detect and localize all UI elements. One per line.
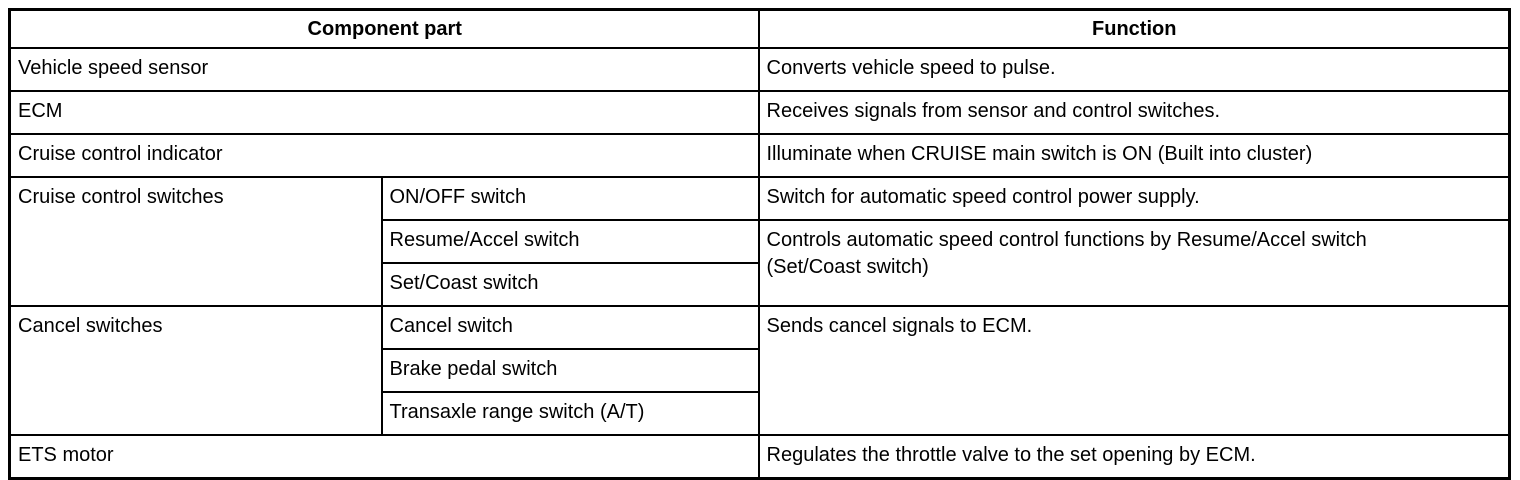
header-function: Function bbox=[757, 8, 1511, 49]
cell-component-cruise-control-indicator: Cruise control indicator bbox=[8, 133, 760, 178]
table-row-ecm: ECM Receives signals from sensor and con… bbox=[8, 90, 1511, 135]
cell-function-on-off-switch: Switch for automatic speed control power… bbox=[757, 176, 1511, 221]
cell-function-ecm: Receives signals from sensor and control… bbox=[757, 90, 1511, 135]
cell-component-ets-motor: ETS motor bbox=[8, 434, 760, 479]
cell-function-ets-motor: Regulates the throttle valve to the set … bbox=[757, 434, 1511, 479]
cell-component-group-cancel-switches: Cancel switches bbox=[8, 305, 383, 436]
table-row-brake-pedal-switch: Brake pedal switch bbox=[10, 348, 1510, 393]
cell-function-vehicle-speed-sensor: Converts vehicle speed to pulse. bbox=[757, 47, 1511, 92]
cell-component-vehicle-speed-sensor: Vehicle speed sensor bbox=[8, 47, 760, 92]
function-text: Controls automatic speed control functio… bbox=[766, 229, 1367, 278]
component-function-table: Component part Function Vehicle speed se… bbox=[8, 8, 1511, 480]
cell-subcomponent-on-off-switch: ON/OFF switch bbox=[380, 176, 760, 221]
cell-subcomponent-set-coast-switch: Set/Coast switch bbox=[380, 262, 760, 307]
cell-function-cancel-switches: Sends cancel signals to ECM. bbox=[757, 305, 1511, 436]
table-header-row: Component part Function bbox=[8, 8, 1511, 49]
table-row-ets-motor: ETS motor Regulates the throttle valve t… bbox=[8, 434, 1511, 479]
cell-subcomponent-brake-pedal-switch: Brake pedal switch bbox=[380, 348, 760, 393]
table-row-vehicle-speed-sensor: Vehicle speed sensor Converts vehicle sp… bbox=[8, 47, 1511, 92]
table-row-resume-accel-switch: Resume/Accel switch Controls automatic s… bbox=[10, 219, 1511, 307]
cell-component-ecm: ECM bbox=[8, 90, 760, 135]
cell-function-cruise-control-indicator: Illuminate when CRUISE main switch is ON… bbox=[757, 133, 1511, 178]
cell-subcomponent-cancel-switch: Cancel switch bbox=[380, 305, 760, 350]
table-row-cancel-switch: Cancel switches Cancel switch Sends canc… bbox=[8, 305, 1511, 436]
header-component-part: Component part bbox=[8, 8, 760, 49]
table-row-cruise-control-indicator: Cruise control indicator Illuminate when… bbox=[8, 133, 1511, 178]
cell-subcomponent-transaxle-range-switch: Transaxle range switch (A/T) bbox=[380, 391, 760, 436]
cell-function-resume-accel-set-coast: Controls automatic speed control functio… bbox=[757, 219, 1511, 307]
table-row-on-off-switch: Cruise control switches ON/OFF switch Sw… bbox=[8, 176, 1511, 307]
table-row-set-coast-switch: Set/Coast switch bbox=[10, 262, 1510, 307]
cell-component-group-cruise-control-switches: Cruise control switches bbox=[8, 176, 383, 307]
table-row-transaxle-range-switch: Transaxle range switch (A/T) bbox=[10, 391, 1510, 436]
cell-subcomponent-resume-accel-switch: Resume/Accel switch bbox=[380, 219, 760, 264]
